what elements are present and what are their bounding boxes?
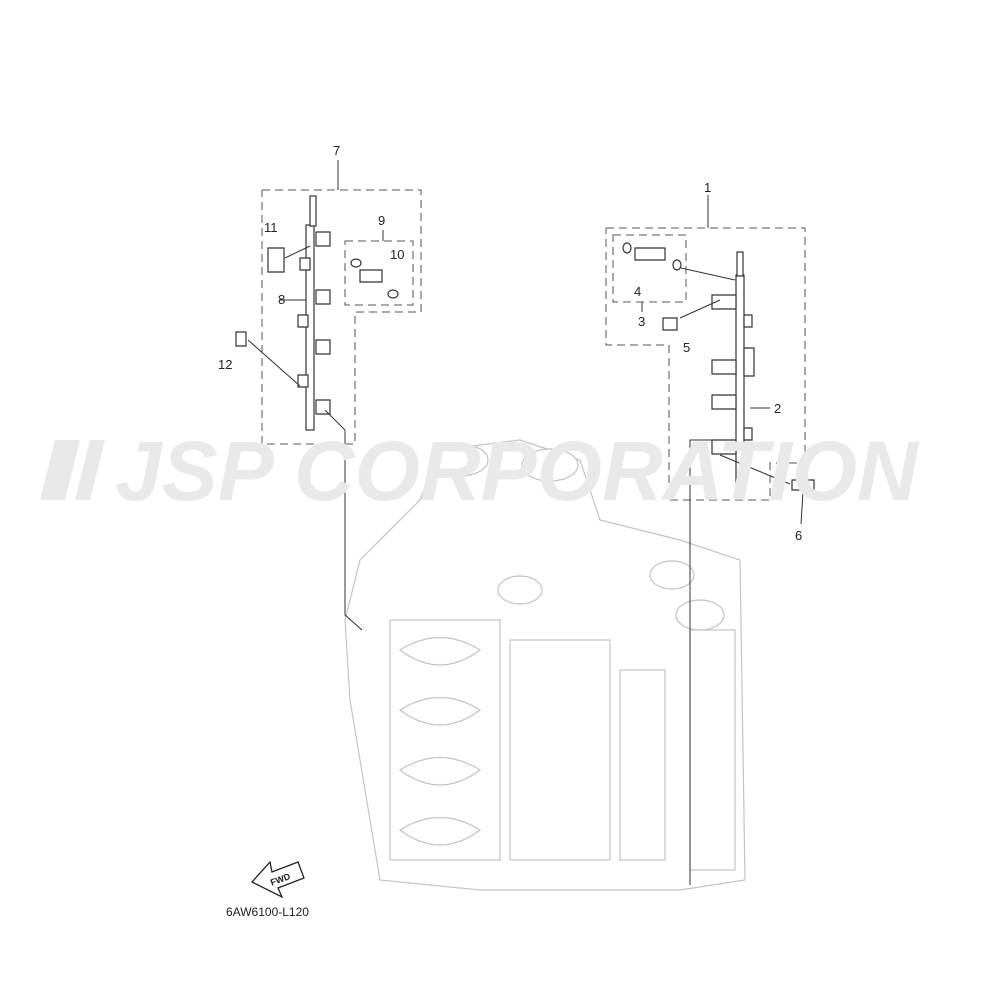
engine-block bbox=[344, 439, 746, 891]
callout-6[interactable]: 6 bbox=[795, 528, 802, 543]
fwd-arrow-icon: FWD bbox=[250, 860, 305, 899]
diagram-code: 6AW6100-L120 bbox=[226, 905, 309, 919]
watermark-text: JSP CORPORATION bbox=[115, 424, 920, 518]
fuel-rail-assembly-left bbox=[235, 160, 422, 631]
callout-1[interactable]: 1 bbox=[704, 180, 711, 195]
fuel-rail-assembly-right bbox=[605, 195, 815, 885]
callout-5[interactable]: 5 bbox=[683, 340, 690, 355]
callout-labels: 1 2 3 4 5 6 7 8 9 10 11 12 bbox=[218, 143, 802, 543]
callout-9[interactable]: 9 bbox=[378, 213, 385, 228]
callout-12[interactable]: 12 bbox=[218, 357, 232, 372]
callout-3[interactable]: 3 bbox=[638, 314, 645, 329]
callout-7[interactable]: 7 bbox=[333, 143, 340, 158]
callout-4[interactable]: 4 bbox=[634, 284, 641, 299]
callout-8[interactable]: 8 bbox=[278, 292, 285, 307]
callout-11[interactable]: 11 bbox=[264, 220, 278, 235]
callout-10[interactable]: 10 bbox=[390, 247, 404, 262]
watermark: JSP CORPORATION bbox=[40, 424, 920, 518]
callout-2[interactable]: 2 bbox=[774, 401, 781, 416]
